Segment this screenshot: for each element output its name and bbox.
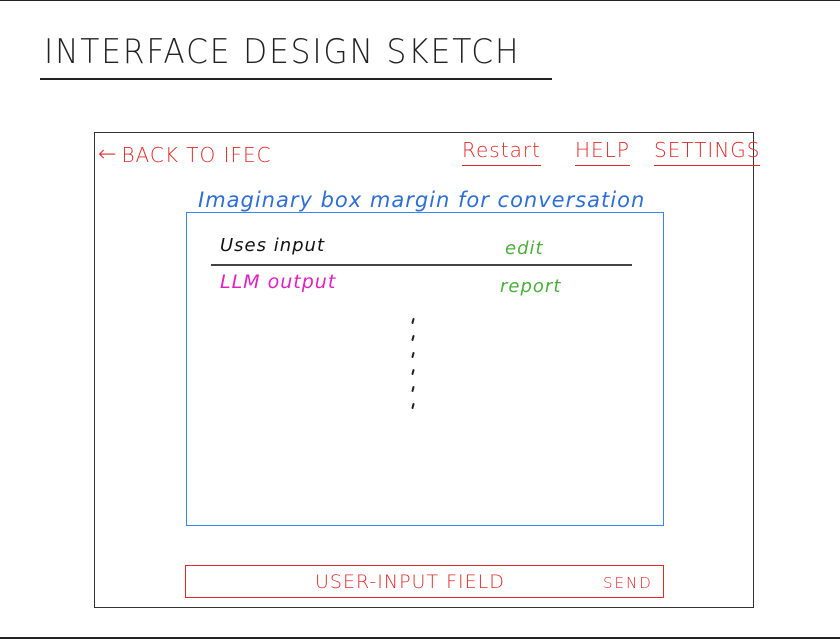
continuation-ellipsis-icon xyxy=(411,317,415,410)
back-label: BACK TO IFEC xyxy=(121,142,272,167)
title-underline xyxy=(40,78,552,80)
user-input-field[interactable] xyxy=(185,565,664,598)
message-divider xyxy=(211,264,632,266)
page-top-rule xyxy=(0,0,840,1)
back-arrow-icon: ← xyxy=(98,142,118,167)
edit-button[interactable]: edit xyxy=(505,238,544,259)
page-bottom-rule xyxy=(0,637,840,639)
help-button[interactable]: HELP xyxy=(575,138,630,166)
conversation-box xyxy=(186,212,664,526)
restart-button[interactable]: Restart xyxy=(462,138,541,166)
sketch-title: INTERFACE DESIGN SKETCH xyxy=(44,32,521,72)
back-button[interactable]: ← BACK TO IFEC xyxy=(98,142,272,167)
user-input-label: USER-INPUT FIELD xyxy=(315,571,505,593)
app-window-frame xyxy=(94,132,754,608)
report-button[interactable]: report xyxy=(500,276,562,297)
conversation-margin-annotation: Imaginary box margin for conversation xyxy=(198,188,646,212)
user-message: Uses input xyxy=(220,235,326,256)
llm-message: LLM output xyxy=(220,271,337,293)
send-button[interactable]: SEND xyxy=(603,574,653,592)
settings-button[interactable]: SETTINGS xyxy=(654,138,761,166)
